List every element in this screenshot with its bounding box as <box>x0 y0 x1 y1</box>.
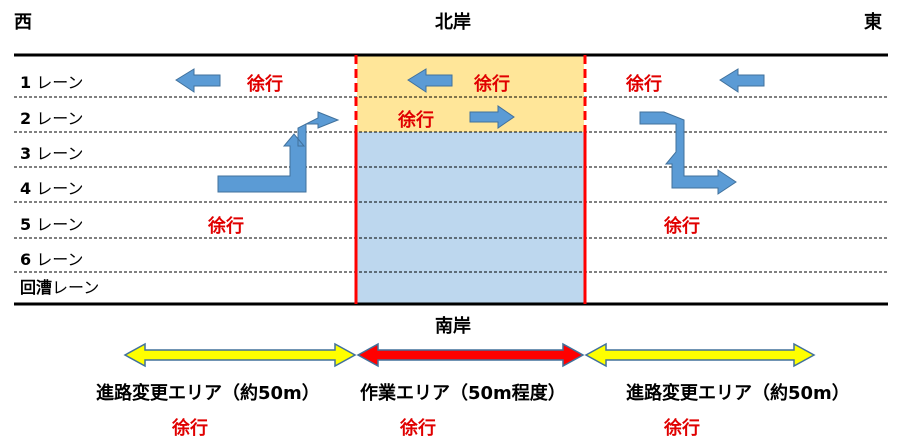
lane4-to-lane2-merge-arrow <box>217 111 340 193</box>
slow-lane1-center: 徐行 <box>474 74 510 95</box>
left-change-area-label: 進路変更エリア（約50m） <box>96 383 320 404</box>
work-area-boundaries <box>354 55 587 304</box>
lane-4-label: 4 レーン <box>20 179 84 198</box>
lane-2-label: 2 レーン <box>20 109 84 128</box>
slow-lane5-left: 徐行 <box>208 216 244 237</box>
work-area-arrow <box>356 342 585 368</box>
slow-lane1-right: 徐行 <box>626 74 662 95</box>
lane-1-label: 1 レーン <box>20 73 84 92</box>
lane1-west-arrow-left <box>175 68 221 93</box>
slow-lane2-center: 徐行 <box>398 110 434 131</box>
lane2-to-lane4-diverge-arrow <box>639 111 737 195</box>
lane1-west-arrow-right <box>719 68 765 93</box>
slow-work-area: 徐行 <box>400 418 436 439</box>
slow-right-area: 徐行 <box>664 418 700 439</box>
lane-3-label: 3 レーン <box>20 144 84 163</box>
north-bank-label: 北岸 <box>435 12 471 33</box>
lane-separators <box>14 96 888 273</box>
left-change-area-arrow <box>123 342 357 368</box>
work-area-label: 作業エリア（50m程度） <box>360 383 566 404</box>
slow-lane5-right: 徐行 <box>664 216 700 237</box>
west-label: 西 <box>14 12 32 33</box>
east-label: 東 <box>864 12 882 33</box>
slow-lane1-left: 徐行 <box>247 74 283 95</box>
lane1-west-arrow-center <box>407 68 453 93</box>
right-change-area-label: 進路変更エリア（約50m） <box>626 383 850 404</box>
lane-5-label: 5 レーン <box>20 215 84 234</box>
work-area-closed-zone <box>357 132 584 304</box>
south-bank-label: 南岸 <box>435 316 471 337</box>
lane-rowing-label: 回漕レーン <box>20 278 100 297</box>
right-change-area-arrow <box>584 342 816 368</box>
lane-6-label: 6 レーン <box>20 250 84 269</box>
slow-left-area: 徐行 <box>172 418 208 439</box>
lane2-east-arrow-center <box>469 105 515 129</box>
